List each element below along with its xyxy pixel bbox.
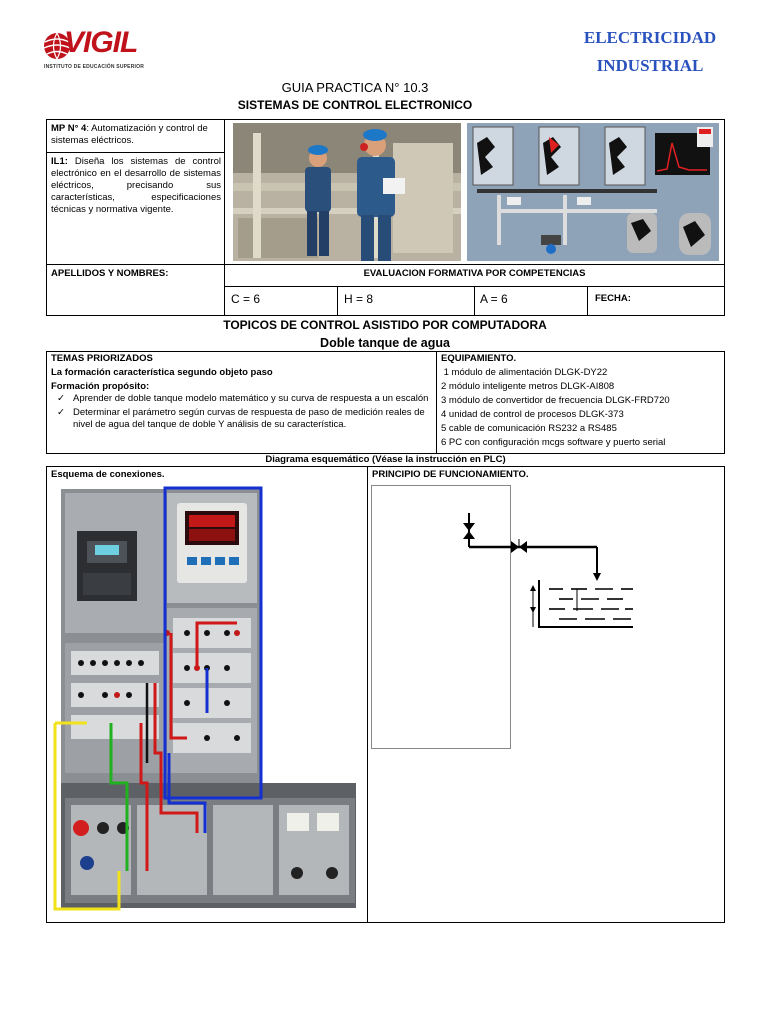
department-line2: INDUSTRIAL xyxy=(596,56,704,75)
list-item: ✓ Aprender de doble tanque modelo matemá… xyxy=(51,393,433,405)
temas-list: ✓ Aprender de doble tanque modelo matemá… xyxy=(51,393,433,431)
list-item: 2 módulo inteligente metros DLGK-AI808 xyxy=(441,381,615,392)
h-score: H = 8 xyxy=(344,292,374,306)
logo: VIGIL INSTITUTO DE EDUCACIÓN SUPERIOR xyxy=(42,26,152,74)
mp-text: : Automatización y control de sistemas e… xyxy=(51,123,208,146)
department-title: ELECTRICIDAD INDUSTRIAL xyxy=(560,24,740,80)
temas-heading: TEMAS PRIORIZADOS xyxy=(51,353,153,364)
principle-diagram xyxy=(371,485,511,749)
info-table: MP N° 4: Automatización y control de sis… xyxy=(46,119,725,316)
temas-item-text: Determinar el parámetro según curvas de … xyxy=(73,407,425,430)
connection-photo xyxy=(47,483,363,913)
list-item: 6 PC con configuración mcgs software y p… xyxy=(441,437,666,448)
temas-cell: TEMAS PRIORIZADOS La formación caracterí… xyxy=(51,353,433,431)
list-item: 5 cable de comunicación RS232 a RS485 xyxy=(441,423,617,434)
department-line1: ELECTRICIDAD xyxy=(583,28,717,47)
globe-logo-icon xyxy=(43,32,71,60)
subject-title: SISTEMAS DE CONTROL ELECTRONICO xyxy=(237,98,473,112)
diagram-table: Esquema de conexiones. PRINCIPIO DE FUNC… xyxy=(46,466,725,923)
connections-heading: Esquema de conexiones. xyxy=(51,469,165,480)
tank-diagram xyxy=(463,513,633,628)
topic-subtitle: Doble tanque de agua xyxy=(320,336,450,350)
list-item: ✓ Determinar el parámetro según curvas d… xyxy=(51,407,433,431)
logo-subtitle: INSTITUTO DE EDUCACIÓN SUPERIOR xyxy=(44,64,145,70)
equipamiento-cell: EQUIPAMIENTO. 1 módulo de alimentación D… xyxy=(441,353,723,449)
logo-text: VIGIL xyxy=(64,26,138,59)
il-label: IL1: xyxy=(51,156,68,167)
list-item: 3 módulo de convertidor de frecuencia DL… xyxy=(441,395,670,406)
il-text: Diseña los sistemas de control electróni… xyxy=(51,156,221,215)
temas-equipamiento-table: TEMAS PRIORIZADOS La formación caracterí… xyxy=(46,351,725,454)
mp-label: MP N° 4 xyxy=(51,123,87,134)
list-item: 1 módulo de alimentación DLGK-DY22 xyxy=(441,367,608,378)
eval-label: EVALUACION FORMATIVA POR COMPETENCIAS xyxy=(363,268,586,279)
topic-title: TOPICOS DE CONTROL ASISTIDO POR COMPUTAD… xyxy=(223,318,547,332)
temas-sub2: Formación propósito: xyxy=(51,381,150,392)
checkmark-icon: ✓ xyxy=(57,393,65,404)
operators-photo xyxy=(233,123,461,261)
temas-sub1: La formación característica segundo obje… xyxy=(51,367,273,378)
names-label: APELLIDOS Y NOMBRES: xyxy=(51,268,169,279)
checkmark-icon: ✓ xyxy=(57,407,65,418)
c-score: C = 6 xyxy=(231,292,261,306)
diagram-banner: Diagrama esquemático (Véase la instrucci… xyxy=(265,454,506,465)
il-cell: IL1: Diseña los sistemas de control elec… xyxy=(51,156,221,216)
a-score: A = 6 xyxy=(480,292,508,306)
guide-title: GUIA PRACTICA N° 10.3 xyxy=(281,80,429,95)
temas-item-text: Aprender de doble tanque modelo matemáti… xyxy=(73,393,429,404)
principle-heading: PRINCIPIO DE FUNCIONAMIENTO. xyxy=(372,469,529,480)
fecha-label: FECHA: xyxy=(595,293,631,304)
scada-screenshot xyxy=(467,123,719,261)
list-item: 4 unidad de control de procesos DLGK-373 xyxy=(441,409,624,420)
mp-cell: MP N° 4: Automatización y control de sis… xyxy=(51,123,221,147)
equipamiento-heading: EQUIPAMIENTO. xyxy=(441,353,517,364)
